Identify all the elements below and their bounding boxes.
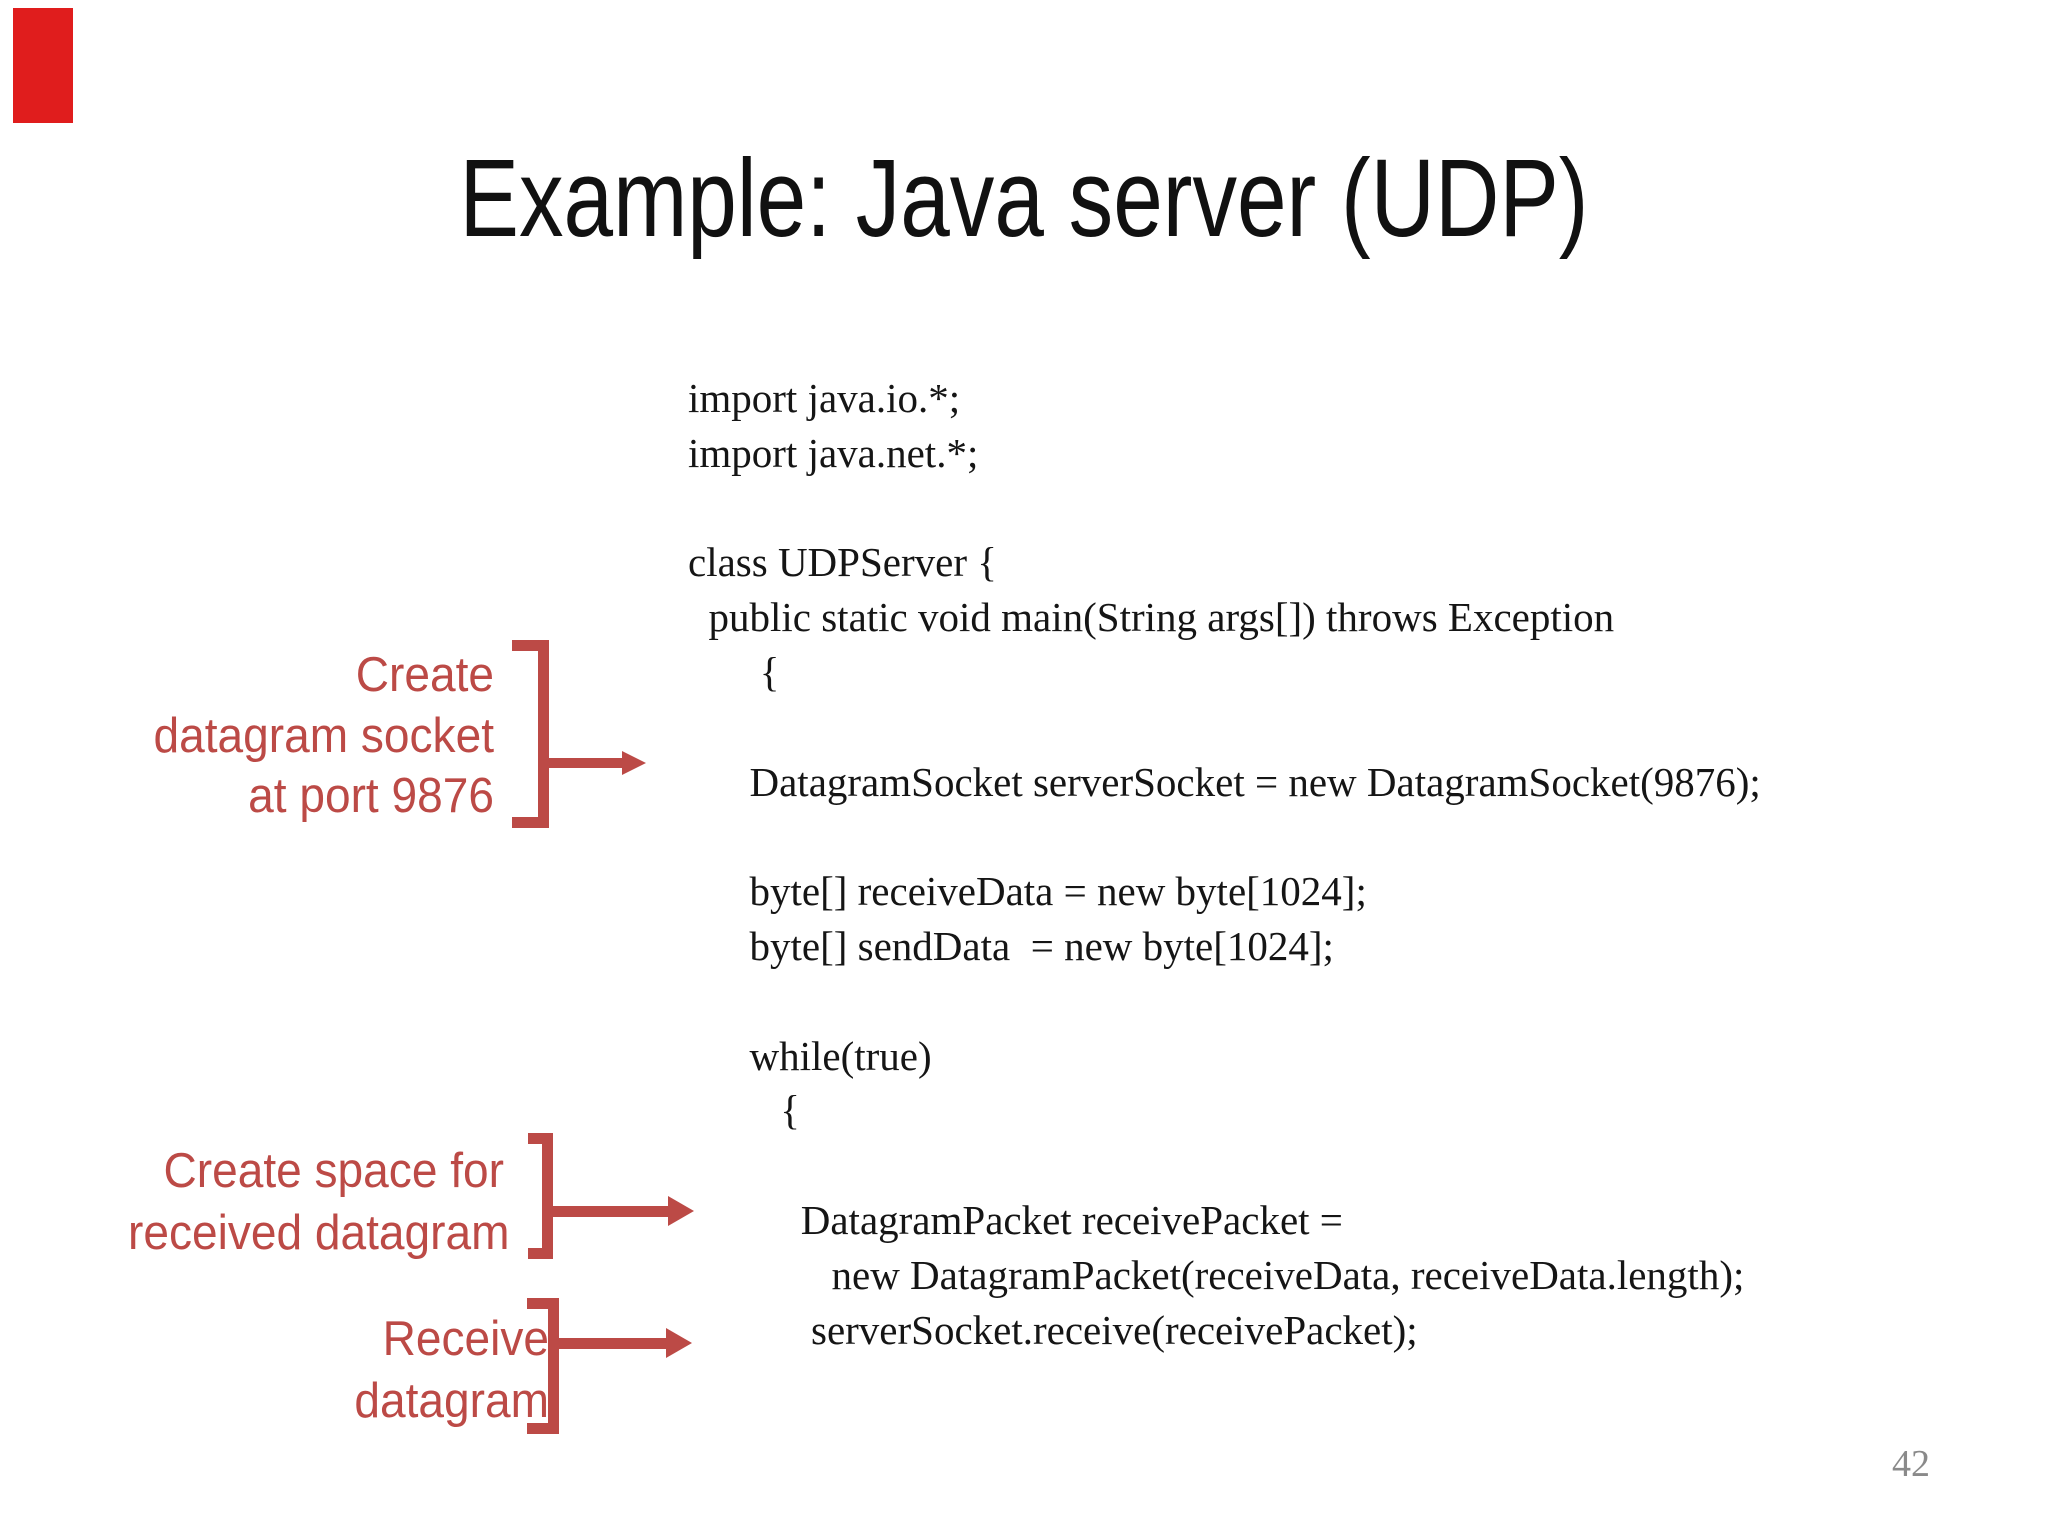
code-line: while(true) [688, 1032, 932, 1079]
annotation-line: at port 9876 [248, 769, 494, 823]
arrow-right-icon [622, 751, 646, 775]
code-line: public static void main(String args[]) t… [688, 594, 1615, 641]
code-line: import java.io.*; [688, 375, 961, 421]
code-line: { [688, 648, 780, 695]
right-bracket-shape [527, 1298, 559, 1434]
annotation-arrow-line [551, 1206, 669, 1217]
annotation-line: Create [355, 648, 494, 702]
annotation-line: datagram socket [153, 708, 495, 763]
code-line [688, 700, 1761, 755]
annotation-arrow-line [557, 1338, 667, 1349]
arrow-right-icon [668, 1196, 694, 1226]
annotation-line: datagram [354, 1374, 549, 1428]
code-line: DatagramSocket serverSocket = new Datagr… [688, 758, 1761, 805]
code-line: byte[] receiveData = new byte[1024]; [688, 868, 1367, 915]
code-line: import java.net.*; [688, 429, 979, 476]
red-highlight-marker [13, 8, 73, 123]
java-code-block: import java.io.*; import java.net.*; cla… [688, 371, 1761, 1357]
page-number: 42 [1892, 1443, 1930, 1485]
code-line: { [688, 1087, 800, 1134]
code-line [688, 974, 1761, 1029]
code-line: DatagramPacket receivePacket = [688, 1196, 1343, 1243]
code-line [688, 481, 1761, 536]
annotation-line: Receive [382, 1312, 549, 1366]
arrow-right-icon [666, 1328, 692, 1358]
annotation-create-space: Create space for received datagram [128, 1140, 510, 1264]
annotation-receive-datagram: Receive datagram [221, 1308, 549, 1432]
code-line: new DatagramPacket(receiveData, receiveD… [688, 1251, 1745, 1298]
code-line: class UDPServer { [688, 539, 997, 586]
right-bracket-shape [528, 1133, 553, 1259]
annotation-line: received datagram [128, 1206, 510, 1260]
code-line: byte[] sendData = new byte[1024]; [688, 922, 1334, 969]
code-line [688, 809, 1761, 864]
right-bracket-shape [512, 640, 549, 828]
slide-title: Example: Java server (UDP) [459, 137, 1589, 260]
code-line [688, 1138, 1761, 1193]
annotation-arrow-line [548, 758, 624, 768]
code-line: serverSocket.receive(receivePacket); [688, 1306, 1418, 1353]
annotation-line: Create space for [163, 1144, 505, 1198]
annotation-create-datagram-socket: Create datagram socket at port 9876 [118, 645, 494, 827]
